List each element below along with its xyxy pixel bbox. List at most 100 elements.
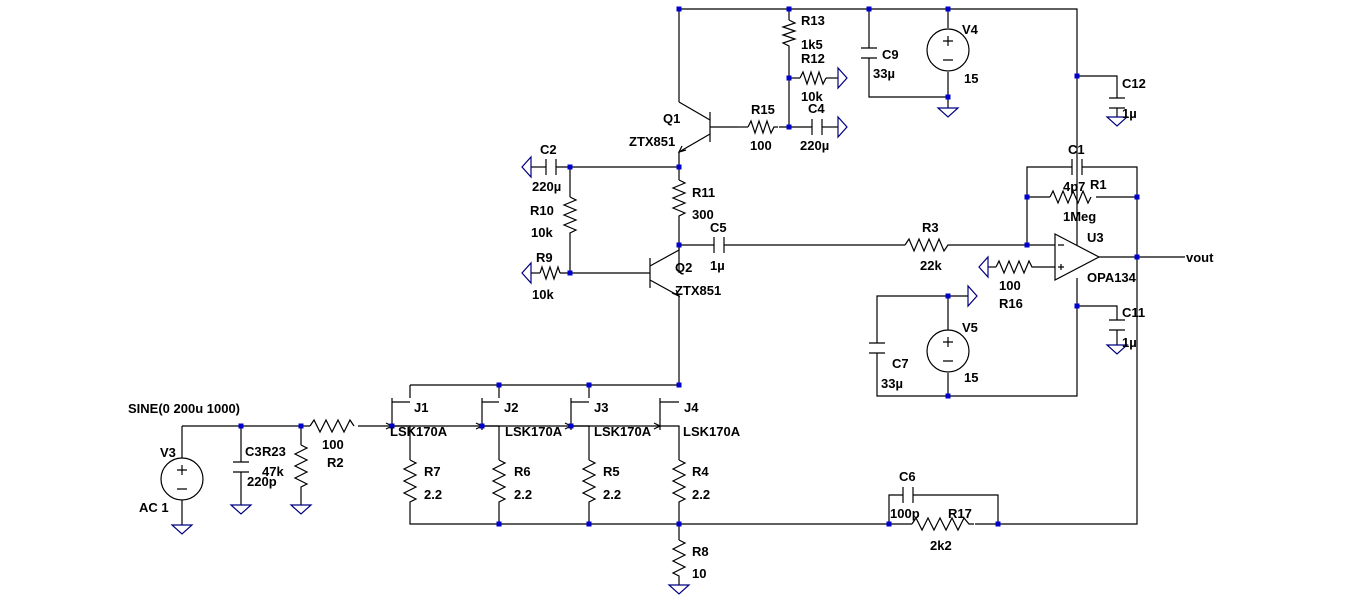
resistor-r8 [671, 539, 687, 580]
junction-dot [866, 6, 872, 12]
label-r2-value: 100 [322, 437, 344, 452]
label-c6-value: 100p [890, 506, 920, 521]
label-c5-value: 1µ [710, 258, 725, 273]
label-c3-value: 220p [247, 474, 277, 489]
junction-dot [1074, 73, 1080, 79]
label-r8-name: R8 [692, 544, 709, 559]
ground-icon [936, 107, 960, 118]
label-c9-value: 33µ [873, 66, 895, 81]
resistor-r7 [402, 459, 418, 505]
label-r5-value: 2.2 [603, 487, 621, 502]
resistor-r16 [995, 259, 1035, 275]
label-r3-name: R3 [922, 220, 939, 235]
junction-dot [676, 242, 682, 248]
label-c5-name: C5 [710, 220, 727, 235]
label-r7-name: R7 [424, 464, 441, 479]
capacitor-c2 [545, 159, 557, 175]
junction-dot [676, 382, 682, 388]
ground-icon [521, 261, 532, 285]
ground-icon [1105, 344, 1129, 355]
junction-dot [238, 423, 244, 429]
junction-dot [1024, 194, 1030, 200]
junction-dot [995, 521, 1001, 527]
capacitor-c11 [1109, 319, 1125, 331]
resistor-r3 [904, 237, 957, 253]
label-r1-value: 1Meg [1063, 209, 1096, 224]
label-c12-value: 1µ [1122, 106, 1137, 121]
junction-dot [389, 423, 395, 429]
label-r13-name: R13 [801, 13, 825, 28]
capacitors [233, 47, 1125, 503]
resistors [293, 19, 1092, 580]
label-r17-value: 2k2 [930, 538, 952, 553]
voltage-sources [160, 28, 970, 501]
label-u3-name: U3 [1087, 230, 1104, 245]
label-j4-value: LSK170A [683, 424, 741, 439]
label-j2-name: J2 [504, 400, 518, 415]
resistor-r10 [562, 196, 578, 240]
label-r11-value: 300 [692, 207, 714, 222]
label-q1-value: ZTX851 [629, 134, 675, 149]
label-r7-value: 2.2 [424, 487, 442, 502]
capacitor-c7 [869, 342, 885, 354]
source-v4 [926, 28, 970, 72]
label-j2-value: LSK170A [505, 424, 563, 439]
label-q1-name: Q1 [663, 111, 680, 126]
label-c4-value: 220µ [800, 138, 829, 153]
label-v4-name: V4 [962, 22, 979, 37]
label-r13-value: 1k5 [801, 37, 823, 52]
label-r11-name: R11 [692, 185, 715, 200]
ground-icon [667, 584, 691, 595]
resistor-r6 [491, 459, 507, 505]
label-v3-name: V3 [160, 445, 176, 460]
source-v3 [160, 457, 204, 501]
label-c1-name: C1 [1068, 142, 1085, 157]
label-r12-name: R12 [801, 51, 825, 66]
junction-dot [1134, 194, 1140, 200]
junction-dot [676, 521, 682, 527]
ground-icon [1105, 116, 1129, 127]
label-j3-value: LSK170A [594, 424, 652, 439]
ground-icon [978, 255, 989, 279]
ground-icon [837, 66, 848, 90]
label-r10-value: 10k [531, 225, 553, 240]
junction-dot [567, 270, 573, 276]
label-r1-name: R1 [1090, 177, 1107, 192]
resistor-r4 [671, 459, 687, 505]
capacitor-c6 [902, 487, 914, 503]
label-c4-name: C4 [808, 101, 825, 116]
ground-icon [170, 524, 194, 535]
capacitor-c9 [861, 47, 877, 59]
capacitor-c4 [811, 119, 823, 135]
junction-dot [676, 164, 682, 170]
label-r16-name: R16 [999, 296, 1023, 311]
label-r23-name: R23 [262, 444, 286, 459]
labels: R13 1k5 R12 10k C4 220µ R15 100 C9 33µ V… [128, 13, 1214, 581]
label-r6-name: R6 [514, 464, 531, 479]
junction-dot [496, 521, 502, 527]
junction-dot [496, 382, 502, 388]
junction-dot [945, 293, 951, 299]
capacitor-c3 [233, 461, 249, 473]
resistor-r17 [911, 516, 974, 532]
label-r6-value: 2.2 [514, 487, 532, 502]
junction-dot [1024, 242, 1030, 248]
capacitor-c1 [1071, 159, 1083, 175]
label-c11-value: 1µ [1122, 335, 1137, 350]
label-c7-value: 33µ [881, 376, 903, 391]
label-r16-value: 100 [999, 278, 1021, 293]
junction-dot [886, 521, 892, 527]
wires [181, 8, 1185, 585]
ground-icon [289, 504, 313, 515]
junction-dot [586, 382, 592, 388]
resistor-r9 [539, 265, 561, 281]
label-c7-name: C7 [892, 356, 909, 371]
junction-dot [298, 423, 304, 429]
junction-dot [568, 423, 574, 429]
label-c6-name: C6 [899, 469, 916, 484]
junction-dot [676, 6, 682, 12]
junction-dot [586, 521, 592, 527]
label-j1-value: LSK170A [390, 424, 448, 439]
resistor-r1 [1049, 189, 1092, 205]
label-r4-value: 2.2 [692, 487, 710, 502]
